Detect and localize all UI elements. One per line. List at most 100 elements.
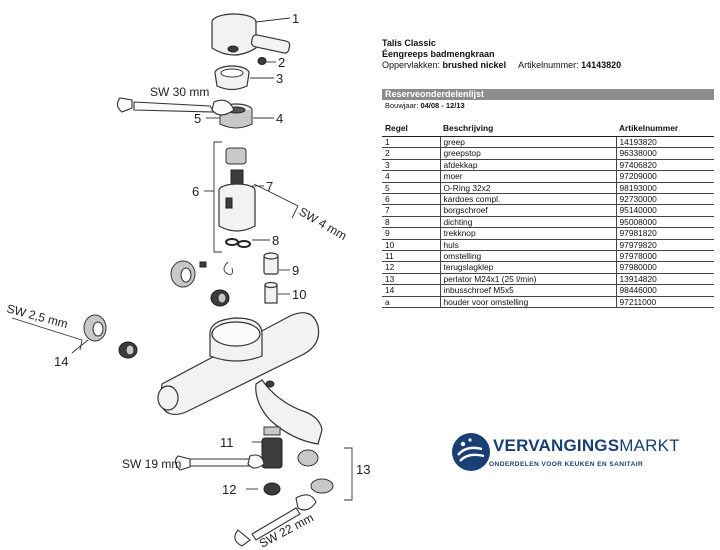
cell-beschrijving: afdekkap bbox=[439, 159, 616, 172]
product-name: Talis Classic bbox=[382, 38, 436, 48]
allen-key-2-5mm bbox=[11, 317, 83, 351]
callout-13: 13 bbox=[356, 462, 370, 477]
cell-beschrijving: perlator M24x1 (25 l/min) bbox=[439, 273, 616, 286]
part-diverter bbox=[261, 426, 283, 469]
cell-regel: 7 bbox=[382, 204, 440, 217]
callout-2: 2 bbox=[278, 55, 285, 70]
cell-artikelnummer: 96338000 bbox=[615, 147, 714, 160]
cell-regel: 1 bbox=[382, 136, 440, 149]
cell-regel: a bbox=[382, 296, 440, 309]
cell-artikelnummer: 97211000 bbox=[615, 296, 714, 309]
cell-beschrijving: dichting bbox=[439, 216, 616, 229]
cell-beschrijving: inbusschroef M5x5 bbox=[439, 284, 616, 297]
cell-artikelnummer: 95008000 bbox=[615, 216, 714, 229]
cell-beschrijving: kardoes compl. bbox=[439, 193, 616, 206]
cell-regel: 6 bbox=[382, 193, 440, 206]
part-cartridge bbox=[218, 147, 256, 232]
brand-name-regular: MARKT bbox=[619, 436, 680, 455]
parts-table-header: Regel Beschrijving Artikelnummer bbox=[382, 120, 714, 137]
cell-beschrijving: trekknop bbox=[439, 227, 616, 240]
cell-regel: 13 bbox=[382, 273, 440, 286]
cell-artikelnummer: 14193820 bbox=[615, 136, 714, 149]
col-regel: Regel bbox=[382, 120, 440, 137]
cell-artikelnummer: 92730000 bbox=[615, 193, 714, 206]
cell-artikelnummer: 13914820 bbox=[615, 273, 714, 286]
cell-regel: 2 bbox=[382, 147, 440, 160]
part-mixer-body bbox=[157, 312, 323, 445]
cell-beschrijving: houder voor omstelling bbox=[439, 296, 616, 309]
cell-regel: 10 bbox=[382, 239, 440, 252]
brand-name: VERVANGINGSMARKT bbox=[493, 436, 680, 456]
product-info: Talis Classic Éengreeps badmengkraan Opp… bbox=[382, 38, 712, 71]
callout-5: 5 bbox=[194, 111, 201, 126]
part-handle-stop bbox=[257, 57, 267, 65]
part-seal bbox=[225, 238, 251, 248]
allen-key-4mm bbox=[253, 183, 299, 219]
cell-regel: 14 bbox=[382, 284, 440, 297]
cell-artikelnummer: 97981820 bbox=[615, 227, 714, 240]
cell-beschrijving: borgschroef bbox=[439, 204, 616, 217]
part-aerator bbox=[297, 449, 334, 494]
part-sleeve bbox=[264, 281, 278, 304]
callout-1: 1 bbox=[292, 11, 299, 26]
cell-regel: 9 bbox=[382, 227, 440, 240]
callout-4: 4 bbox=[276, 111, 283, 126]
callout-10: 10 bbox=[292, 287, 306, 302]
cell-beschrijving: moer bbox=[439, 170, 616, 183]
part-cover-cap bbox=[214, 65, 250, 91]
leader-lines bbox=[71, 17, 291, 490]
cell-artikelnummer: 97209000 bbox=[615, 170, 714, 183]
label-sw-4: SW 4 mm bbox=[297, 204, 350, 242]
surface-label: Oppervlakken: bbox=[382, 60, 441, 70]
brand-name-bold: VERVANGINGS bbox=[493, 436, 620, 455]
cell-regel: 8 bbox=[382, 216, 440, 229]
callout-3: 3 bbox=[276, 71, 283, 86]
cell-beschrijving: terugslagklep bbox=[439, 261, 616, 274]
cell-beschrijving: huls bbox=[439, 239, 616, 252]
wrench-30mm bbox=[116, 97, 235, 116]
part-check-valve bbox=[263, 482, 281, 496]
wrench-19mm bbox=[174, 454, 265, 471]
part-handle bbox=[211, 13, 291, 56]
bouwjaar-label: Bouwjaar: bbox=[385, 101, 419, 110]
bouwjaar: Bouwjaar: 04/08 - 12/13 bbox=[385, 101, 465, 110]
label-sw-19: SW 19 mm bbox=[122, 457, 181, 471]
callout-11: 11 bbox=[220, 435, 234, 450]
callout-12: 12 bbox=[222, 482, 236, 497]
cell-beschrijving: greep bbox=[439, 136, 616, 149]
cell-artikelnummer: 97978000 bbox=[615, 250, 714, 263]
cell-beschrijving: O-Ring 32x2 bbox=[439, 182, 616, 195]
cell-beschrijving: greepstop bbox=[439, 147, 616, 160]
part-pull-knob bbox=[263, 252, 279, 275]
label-sw-2-5: SW 2,5 mm bbox=[5, 301, 69, 331]
surface-value: brushed nickel bbox=[442, 60, 507, 70]
vervangingsmarkt-logo-mark bbox=[452, 433, 490, 471]
partslist-heading: Reserveonderdelenlijst bbox=[382, 89, 714, 100]
cell-artikelnummer: 97980000 bbox=[615, 261, 714, 274]
brand-tagline: ONDERDELEN VOOR KEUKEN EN SANITAIR bbox=[489, 461, 644, 468]
callout-14: 14 bbox=[54, 354, 68, 369]
drop-icon bbox=[452, 433, 490, 471]
cell-artikelnummer: 95140000 bbox=[615, 204, 714, 217]
product-surface-row: Oppervlakken: brushed nickel Artikelnumm… bbox=[382, 60, 712, 71]
cell-artikelnummer: 98193000 bbox=[615, 182, 714, 195]
part-seat-left bbox=[170, 260, 233, 307]
cell-regel: 12 bbox=[382, 261, 440, 274]
cell-artikelnummer: 97406820 bbox=[615, 159, 714, 172]
bouwjaar-value: 04/08 - 12/13 bbox=[420, 101, 465, 110]
col-beschrijving: Beschrijving bbox=[440, 120, 616, 137]
article-value: 14143820 bbox=[581, 60, 622, 70]
callout-9: 9 bbox=[292, 263, 299, 278]
cell-regel: 3 bbox=[382, 159, 440, 172]
part-seat-lower bbox=[83, 314, 138, 359]
